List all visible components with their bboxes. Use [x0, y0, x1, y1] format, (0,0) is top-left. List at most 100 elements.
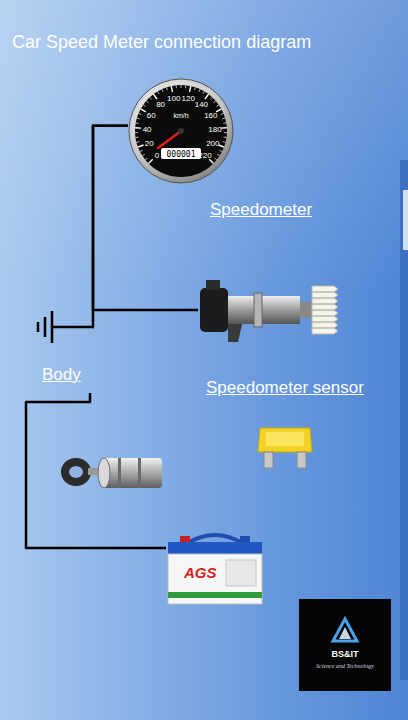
fuse-blade — [297, 452, 306, 468]
switch-face — [98, 458, 110, 488]
gauge-number: 40 — [143, 124, 152, 133]
gauge-bezel — [129, 79, 233, 183]
edge-strip — [400, 160, 408, 680]
needle-hub — [178, 128, 184, 134]
gauge-number: 80 — [156, 99, 165, 108]
gauge-tick — [136, 122, 139, 124]
gauge-tick — [162, 89, 163, 92]
ignition-switch — [58, 448, 170, 498]
gauge-tick — [148, 159, 152, 163]
gauge-tick — [205, 94, 209, 99]
gauge-tick — [176, 85, 177, 88]
wire — [26, 393, 166, 548]
odometer-reading: 000001 — [167, 149, 196, 158]
battery-brand: AGS — [184, 564, 217, 581]
gauge-number: 20 — [145, 138, 154, 147]
battery-node: AGS — [166, 528, 264, 608]
gauge-tick — [138, 145, 144, 147]
ground-bar — [44, 317, 47, 337]
gauge-tick — [143, 105, 145, 107]
gauge-tick — [194, 87, 196, 90]
gauge-tick — [219, 150, 222, 151]
battery-lid — [168, 542, 262, 554]
plug-latch — [206, 280, 220, 290]
gauge-tick — [136, 141, 139, 143]
fuse-window — [266, 432, 304, 446]
key-hole — [69, 466, 83, 478]
gauge-tick — [185, 85, 186, 88]
sensor-shaft — [300, 302, 312, 318]
sensor-plug — [200, 288, 228, 332]
gauge-tick — [171, 86, 172, 92]
gauge-tick — [153, 94, 157, 99]
gauge-tick — [135, 132, 138, 133]
sensor-node: Speedometer sensor — [198, 276, 374, 400]
gauge-number: 160 — [204, 110, 217, 119]
gauge-tick — [210, 97, 212, 99]
gauge-tick — [221, 127, 227, 129]
part-label: Body — [42, 365, 81, 385]
ground-node: Body — [28, 305, 94, 393]
edge-strip — [400, 160, 408, 680]
key-head — [61, 458, 91, 486]
gauge-needle — [158, 131, 181, 148]
gauge-tick — [166, 87, 168, 90]
gauge-tick — [217, 154, 220, 156]
gauge-tick — [223, 122, 226, 124]
gauge-number: 120 — [182, 93, 195, 102]
gauge-tick — [223, 141, 226, 143]
gauge-tick — [135, 137, 138, 138]
gauge-tick — [224, 137, 227, 138]
logo-tagline: Science and Technology — [299, 663, 391, 669]
gauge-tick — [181, 85, 182, 88]
fuse-body — [258, 428, 312, 452]
gauge-tick — [139, 113, 142, 114]
fuse-symbol — [254, 422, 318, 474]
switch-ring — [138, 458, 141, 488]
ground-bar — [37, 322, 40, 332]
battery-panel — [226, 560, 256, 586]
logo-mark — [339, 627, 351, 639]
gauge-tick — [137, 118, 140, 120]
part-label: Speedometer — [210, 200, 312, 220]
switch-ring — [118, 458, 121, 488]
fuse-blade — [264, 452, 273, 468]
gauge-face — [135, 85, 227, 177]
diagram-title: Car Speed Meter connection diagram — [12, 32, 311, 53]
gauge-tick — [158, 91, 160, 94]
part-label: Speedometer sensor — [206, 378, 364, 398]
battery-case — [168, 554, 262, 604]
gauge-number: 60 — [147, 110, 156, 119]
gauge-number: 220 — [198, 151, 211, 160]
gauge-tick — [221, 113, 224, 114]
sensor-barrel — [228, 296, 300, 324]
gauge-tick — [135, 127, 141, 129]
gauge-number: 0 — [155, 151, 159, 160]
gauge-tick — [150, 97, 152, 99]
gauge-number: 140 — [195, 99, 208, 108]
gauge-unit: km/h — [173, 112, 188, 119]
logo-background — [299, 599, 391, 691]
gauge-tick — [213, 101, 215, 103]
gauge-tick — [209, 159, 213, 163]
gauge-tick — [145, 158, 147, 160]
gauge-tick — [146, 101, 148, 103]
gauge-tick — [224, 132, 227, 133]
gauge-number: 180 — [208, 124, 221, 133]
gauge-tick — [199, 89, 200, 92]
logo-node: BS&ITScience and Technology — [299, 599, 391, 691]
gauge-tick — [140, 150, 143, 151]
gauge-tick — [190, 86, 191, 92]
logo-mark — [333, 619, 357, 641]
gauge-tick — [203, 91, 205, 94]
gauge-number: 100 — [167, 93, 180, 102]
gauge-tick — [214, 158, 216, 160]
logo-box — [299, 599, 391, 691]
ground-lead — [52, 326, 94, 329]
sensor-gear — [312, 286, 338, 334]
odometer-window — [161, 148, 201, 159]
sensor-ring — [254, 293, 262, 327]
battery-stripe — [168, 592, 262, 598]
wire — [93, 126, 128, 327]
